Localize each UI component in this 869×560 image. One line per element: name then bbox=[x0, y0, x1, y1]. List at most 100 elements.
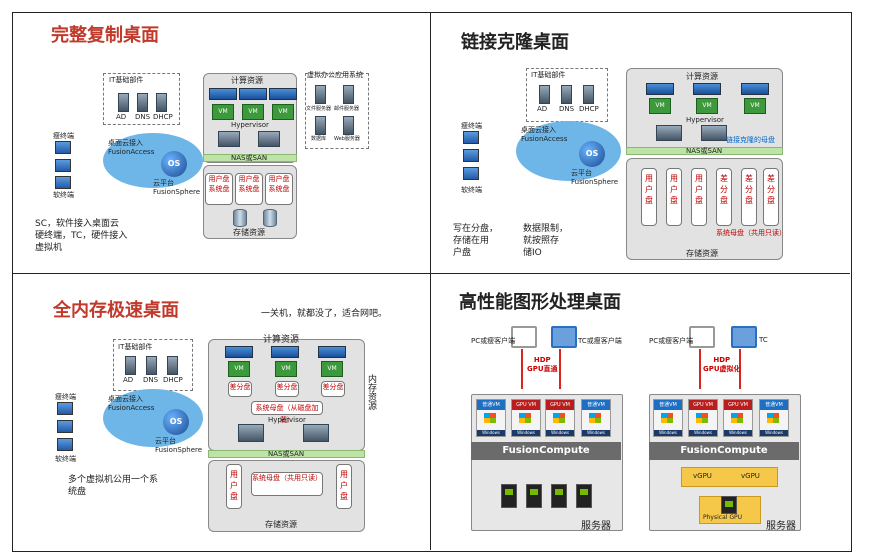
nas-san-label: NAS或SAN bbox=[268, 450, 305, 458]
thin-client-label: 瘦终端 bbox=[461, 122, 482, 130]
panel-note: SC，软件接入桌面云 硬终端，TC，硬件接入 虚拟机 bbox=[35, 219, 128, 253]
thin-client-icon bbox=[463, 131, 479, 144]
diff-disk-label: 差分盘 bbox=[745, 174, 753, 205]
server-label: 服务器 bbox=[581, 521, 611, 532]
vm-block: VM bbox=[212, 104, 234, 120]
dns-label: DNS bbox=[559, 105, 575, 113]
system-mother-disk: 系统母盘（共用只读） bbox=[251, 472, 323, 496]
vm-block: VM bbox=[649, 98, 671, 114]
diff-disk-label: 差分盘 bbox=[276, 383, 298, 391]
panel-linked-clone-desktop: 链接克隆桌面 IT基础部件 AD DNS DHCP 计算资源 VM VM VM … bbox=[431, 13, 850, 273]
vm-card-footer: Windows bbox=[654, 430, 682, 436]
user-disk: 用户盘 bbox=[666, 168, 682, 226]
ad-server-icon bbox=[125, 356, 136, 375]
vm-block: VM bbox=[242, 104, 264, 120]
diff-disk-label: 差分盘 bbox=[322, 383, 344, 391]
panel-title: 链接克隆桌面 bbox=[461, 32, 569, 53]
office-system-group bbox=[305, 73, 369, 149]
fusioncompute-band: FusionCompute bbox=[471, 442, 621, 460]
user-disk-label: 用户盘 bbox=[645, 174, 653, 205]
physical-gpu-label: Physical GPU bbox=[703, 514, 742, 521]
compute-label: 计算资源 bbox=[231, 76, 263, 85]
web-server-icon bbox=[343, 116, 354, 135]
windows-screen-icon bbox=[209, 88, 237, 100]
figure-frame bbox=[12, 12, 852, 552]
vm-block: VM bbox=[272, 104, 294, 120]
os-icon: OS bbox=[161, 151, 187, 177]
panel-in-memory-desktop: 全内存极速桌面 一关机，就都没了，适合网吧。 IT基础部件 AD DNS DHC… bbox=[13, 274, 430, 550]
fusionsphere-label: 云平台 FusionSphere bbox=[153, 179, 201, 196]
gpu-card-icon bbox=[576, 484, 592, 508]
user-disk-label: 用户盘 bbox=[340, 470, 348, 501]
system-disk-label: 系统母盘（共用只读） bbox=[252, 474, 322, 482]
hypervisor-label: Hypervisor bbox=[686, 116, 724, 124]
hdp-label: HDP GPU虚拟化 bbox=[703, 356, 741, 373]
tc-monitor-icon bbox=[731, 326, 757, 348]
ad-label: AD bbox=[537, 105, 548, 113]
windows-screen-icon bbox=[741, 83, 769, 95]
memory-label: 内存资源 bbox=[366, 374, 376, 410]
user-disk-label: 用户盘 bbox=[670, 174, 678, 205]
web-server-label: Web服务器 bbox=[334, 136, 360, 142]
nas-san-bar bbox=[208, 450, 365, 458]
dhcp-server-icon bbox=[167, 356, 178, 375]
server-rack-icon bbox=[258, 131, 280, 147]
vm-card-footer: Windows bbox=[477, 430, 505, 436]
user-disk-label: 用户盘 bbox=[238, 175, 260, 183]
soft-client-label: 软终端 bbox=[53, 191, 74, 199]
fusionaccess-label: 桌面云接入 FusionAccess bbox=[108, 395, 155, 412]
compute-label: 计算资源 bbox=[686, 72, 718, 81]
vm-block: VM bbox=[744, 98, 766, 114]
hypervisor-label: Hypervisor bbox=[268, 416, 306, 424]
os-icon: OS bbox=[579, 141, 605, 167]
thin-client-label: 瘦终端 bbox=[55, 393, 76, 401]
diff-disk-label: 差分盘 bbox=[767, 174, 775, 205]
diff-disk: 差分盘 bbox=[275, 381, 299, 397]
vm-card-footer: Windows bbox=[724, 430, 752, 436]
windows-icon bbox=[696, 413, 708, 423]
file-server-label: 文件服务器 bbox=[306, 106, 332, 112]
pc-monitor-icon bbox=[689, 326, 715, 348]
server-label: 服务器 bbox=[766, 521, 796, 532]
system-mother-disk-label: 系统母盘（从磁盘加载） bbox=[255, 404, 319, 424]
panel-full-copy-desktop: 完整复制桌面 IT基础部件 AD DNS DHCP 计算资源 VM VM VM … bbox=[13, 13, 430, 273]
thin-client-icon bbox=[55, 159, 71, 172]
panel-title: 高性能图形处理桌面 bbox=[459, 292, 621, 313]
windows-screen-icon bbox=[693, 83, 721, 95]
user-disk: 用户盘 bbox=[226, 464, 242, 509]
gpu-card-icon bbox=[721, 496, 737, 514]
panel-note-right: 数据限制， 就按照存 储IO bbox=[523, 224, 569, 258]
windows-icon bbox=[731, 413, 743, 423]
vgpu-strip bbox=[681, 467, 778, 487]
dhcp-label: DHCP bbox=[163, 376, 183, 384]
tc-client-label: TC bbox=[759, 336, 768, 344]
system-disk-label: 系统盘 bbox=[268, 185, 290, 193]
vm-card-footer: Windows bbox=[760, 430, 788, 436]
panel-title: 完整复制桌面 bbox=[51, 25, 159, 46]
mail-server-icon bbox=[343, 85, 354, 104]
windows-icon bbox=[767, 413, 779, 423]
windows-screen-icon bbox=[646, 83, 674, 95]
it-infra-label: IT基础部件 bbox=[531, 71, 566, 79]
database-server-icon bbox=[315, 116, 326, 135]
user-disk: 用户盘 bbox=[641, 168, 657, 226]
pc-client-label: PC或瘦客户端 bbox=[471, 337, 516, 345]
fusionsphere-label: 云平台 FusionSphere bbox=[571, 169, 619, 186]
dhcp-label: DHCP bbox=[579, 105, 599, 113]
hypervisor-label: Hypervisor bbox=[231, 121, 269, 129]
thin-client-icon bbox=[57, 420, 73, 433]
diff-disk-label: 差分盘 bbox=[229, 383, 251, 391]
vm-card-footer: Windows bbox=[689, 430, 717, 436]
vm-block: VM bbox=[228, 361, 250, 377]
gpu-card-icon bbox=[526, 484, 542, 508]
storage-label: 存储资源 bbox=[233, 228, 265, 237]
vgpu-label: vGPU bbox=[693, 472, 712, 480]
user-disk-label: 用户盘 bbox=[208, 175, 230, 183]
hdp-label: HDP GPU直通 bbox=[527, 356, 558, 373]
dns-label: DNS bbox=[135, 113, 151, 121]
thin-client-label: 瘦终端 bbox=[53, 132, 74, 140]
gpu-card-icon bbox=[551, 484, 567, 508]
server-rack-icon bbox=[701, 125, 727, 141]
storage-label: 存储资源 bbox=[686, 249, 718, 258]
